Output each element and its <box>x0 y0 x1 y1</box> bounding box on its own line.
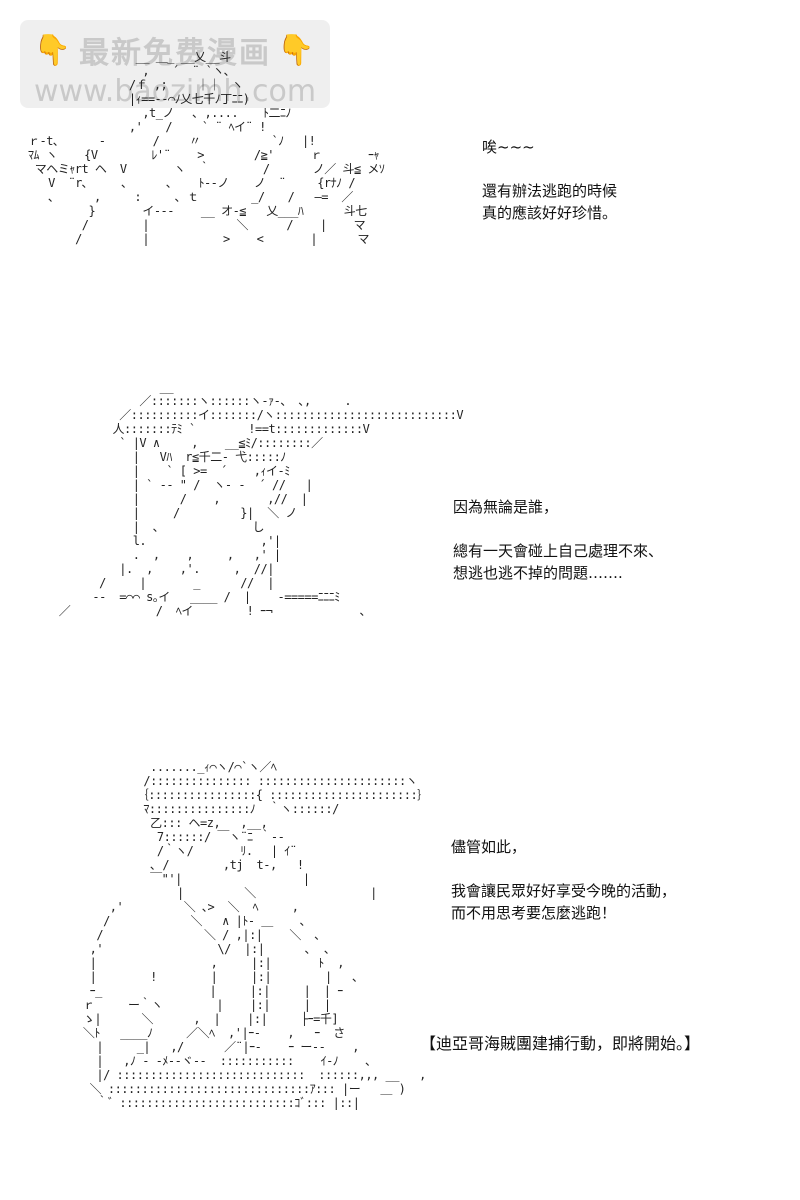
panel-2: __ ／:::::::ヽ::::::ヽ-ｧ-、 ､, . ／::::::::::… <box>0 370 800 670</box>
dialogue-block-2: 因為無論是誰， 總有一天會碰上自己處理不來、 想逃也逃不掉的問題……. <box>453 496 663 584</box>
pointing-down-hand-icon: 👇 <box>277 32 317 68</box>
dialogue-line: 儘管如此， <box>451 838 527 856</box>
site-watermark: 👇 最新免费漫画 👇 www.baozimh.com <box>20 20 330 109</box>
dialogue-line: 唉~~~ <box>482 138 535 156</box>
ascii-art-character-sighing: __ ＿_ __乂__斗 , ´ ¨ `ヽ､ /ｆ ,; ｜｜ ヽ |ｨ==‐‐… <box>28 50 385 246</box>
panel-1: __ ＿_ __乂__斗 , ´ ¨ `ヽ､ /ｆ ,; ｜｜ ヽ |ｨ==‐‐… <box>0 0 800 320</box>
dialogue-block-1: 唉~~~ 還有辦法逃跑的時候 真的應該好好珍惜。 <box>482 136 617 224</box>
pointing-down-hand-icon: 👇 <box>33 32 73 68</box>
watermark-title: 👇 最新免费漫画 👇 <box>32 28 318 72</box>
dialogue-line: 我會讓民眾好好享受今晚的活動， <box>451 882 677 900</box>
watermark-url: www.baozimh.com <box>33 74 317 109</box>
dialogue-line: 而不用思考要怎麼逃跑！ <box>451 904 617 922</box>
dialogue-line: 因為無論是誰， <box>453 498 559 516</box>
ascii-art-character-thinking: __ ／:::::::ヽ::::::ヽ-ｧ-、 ､, . ／::::::::::… <box>58 380 464 618</box>
panel-3: ......._ｨ⌒ヽ/⌒`ヽ／ﾍ /::::::::::::::: :::::… <box>0 750 800 1190</box>
dialogue-line: 總有一天會碰上自己處理不來、 <box>453 542 664 560</box>
dialogue-line: 想逃也逃不掉的問題……. <box>453 564 623 582</box>
watermark-text: 最新免费漫画 <box>79 36 271 71</box>
dialogue-line: 真的應該好好珍惜。 <box>482 204 618 222</box>
announcement-text: 【迪亞哥海賊團建捕行動，即將開始。】 <box>420 1034 701 1053</box>
dialogue-line: 還有辦法逃跑的時候 <box>482 182 618 200</box>
dialogue-block-3: 儘管如此， 我會讓民眾好好享受今晚的活動， 而不用思考要怎麼逃跑！ <box>451 836 676 924</box>
ascii-art-character-standing: ......._ｨ⌒ヽ/⌒`ヽ／ﾍ /::::::::::::::: :::::… <box>82 760 429 1110</box>
